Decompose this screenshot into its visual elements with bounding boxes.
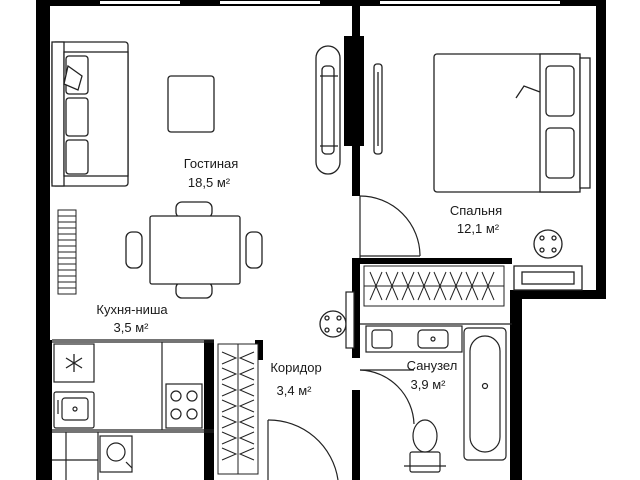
bed <box>433 53 591 193</box>
toilet-icon <box>404 419 446 473</box>
corridor-name: Коридор <box>270 360 322 375</box>
stove-icon <box>165 383 203 429</box>
living-room-area: 18,5 м² <box>187 175 231 190</box>
tv-console <box>315 45 341 175</box>
bathroom-name: Санузел <box>406 358 458 373</box>
bedroom-wardrobe <box>363 265 505 307</box>
walls <box>36 0 606 480</box>
living-room-name: Гостиная <box>183 156 239 171</box>
snowflake-icon <box>65 354 83 372</box>
bedroom-door <box>359 195 421 258</box>
bathtub-icon <box>463 327 507 461</box>
kitchen-name: Кухня-ниша <box>96 302 168 317</box>
windows <box>100 1 560 4</box>
kitchen-sink <box>53 391 95 429</box>
bathroom-door <box>359 369 415 425</box>
coffee-table <box>167 75 215 133</box>
sofa <box>51 41 129 187</box>
corridor-wardrobe <box>217 343 259 475</box>
bedroom-stool <box>533 229 563 259</box>
washing-machine-icon <box>99 435 133 473</box>
entrance-door <box>267 419 339 480</box>
bedroom-name: Спальня <box>449 203 503 218</box>
corridor-area: 3,4 м² <box>276 383 312 398</box>
dining-set <box>125 201 263 299</box>
bedroom-area: 12,1 м² <box>456 221 500 236</box>
thin-lines <box>52 323 512 480</box>
corridor-pouf <box>319 310 347 338</box>
bathroom-area: 3,9 м² <box>410 377 446 392</box>
radiator-left <box>57 209 77 295</box>
bedroom-dresser <box>513 265 583 291</box>
bathroom-sink <box>365 325 463 353</box>
kitchen-area: 3,5 м² <box>113 320 149 335</box>
corridor-shelf <box>345 291 355 349</box>
bedroom-console <box>373 63 383 155</box>
